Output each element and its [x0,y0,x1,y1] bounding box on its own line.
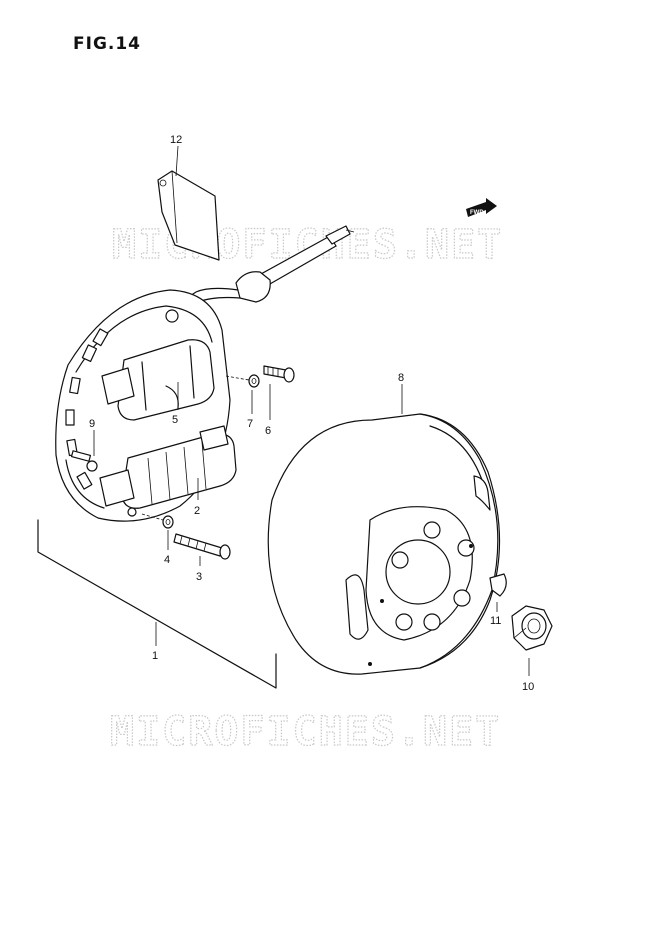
callout-10: 10 [522,681,534,693]
screw-9 [70,450,98,472]
callout-3: 3 [196,571,202,583]
figure-title: FIG.14 [73,34,142,54]
flywheel-rotor-8 [267,413,501,675]
callout-5: 5 [172,414,178,426]
callout-11: 11 [490,615,501,627]
callout-12: 12 [170,134,182,146]
flywheel-nut-10 [511,605,553,651]
washer-7 [248,374,260,388]
callout-7: 7 [247,418,253,430]
woodruff-key-11 [489,573,507,597]
callouts: 1 2 3 4 5 6 7 8 9 10 11 12 [89,134,534,693]
charging-coil-2 [99,425,237,517]
bracket-plate-12 [157,170,220,261]
wire-harness [183,225,355,311]
fwd-arrow-icon: FWD [466,198,497,217]
pickup-coil-5 [101,339,215,421]
callout-1: 1 [152,650,158,662]
screw-6 [263,365,295,383]
callout-2: 2 [194,505,200,517]
washer-4 [162,515,174,529]
assembly-bracket [37,519,277,689]
watermark-bottom: MICROFICHES.NET [110,709,501,755]
screw-3 [173,533,231,560]
fwd-label: FWD [470,210,484,216]
callout-9: 9 [89,418,95,430]
callout-8: 8 [398,372,404,384]
leader-lines [93,145,530,676]
callout-6: 6 [265,425,271,437]
callout-4: 4 [164,554,170,566]
